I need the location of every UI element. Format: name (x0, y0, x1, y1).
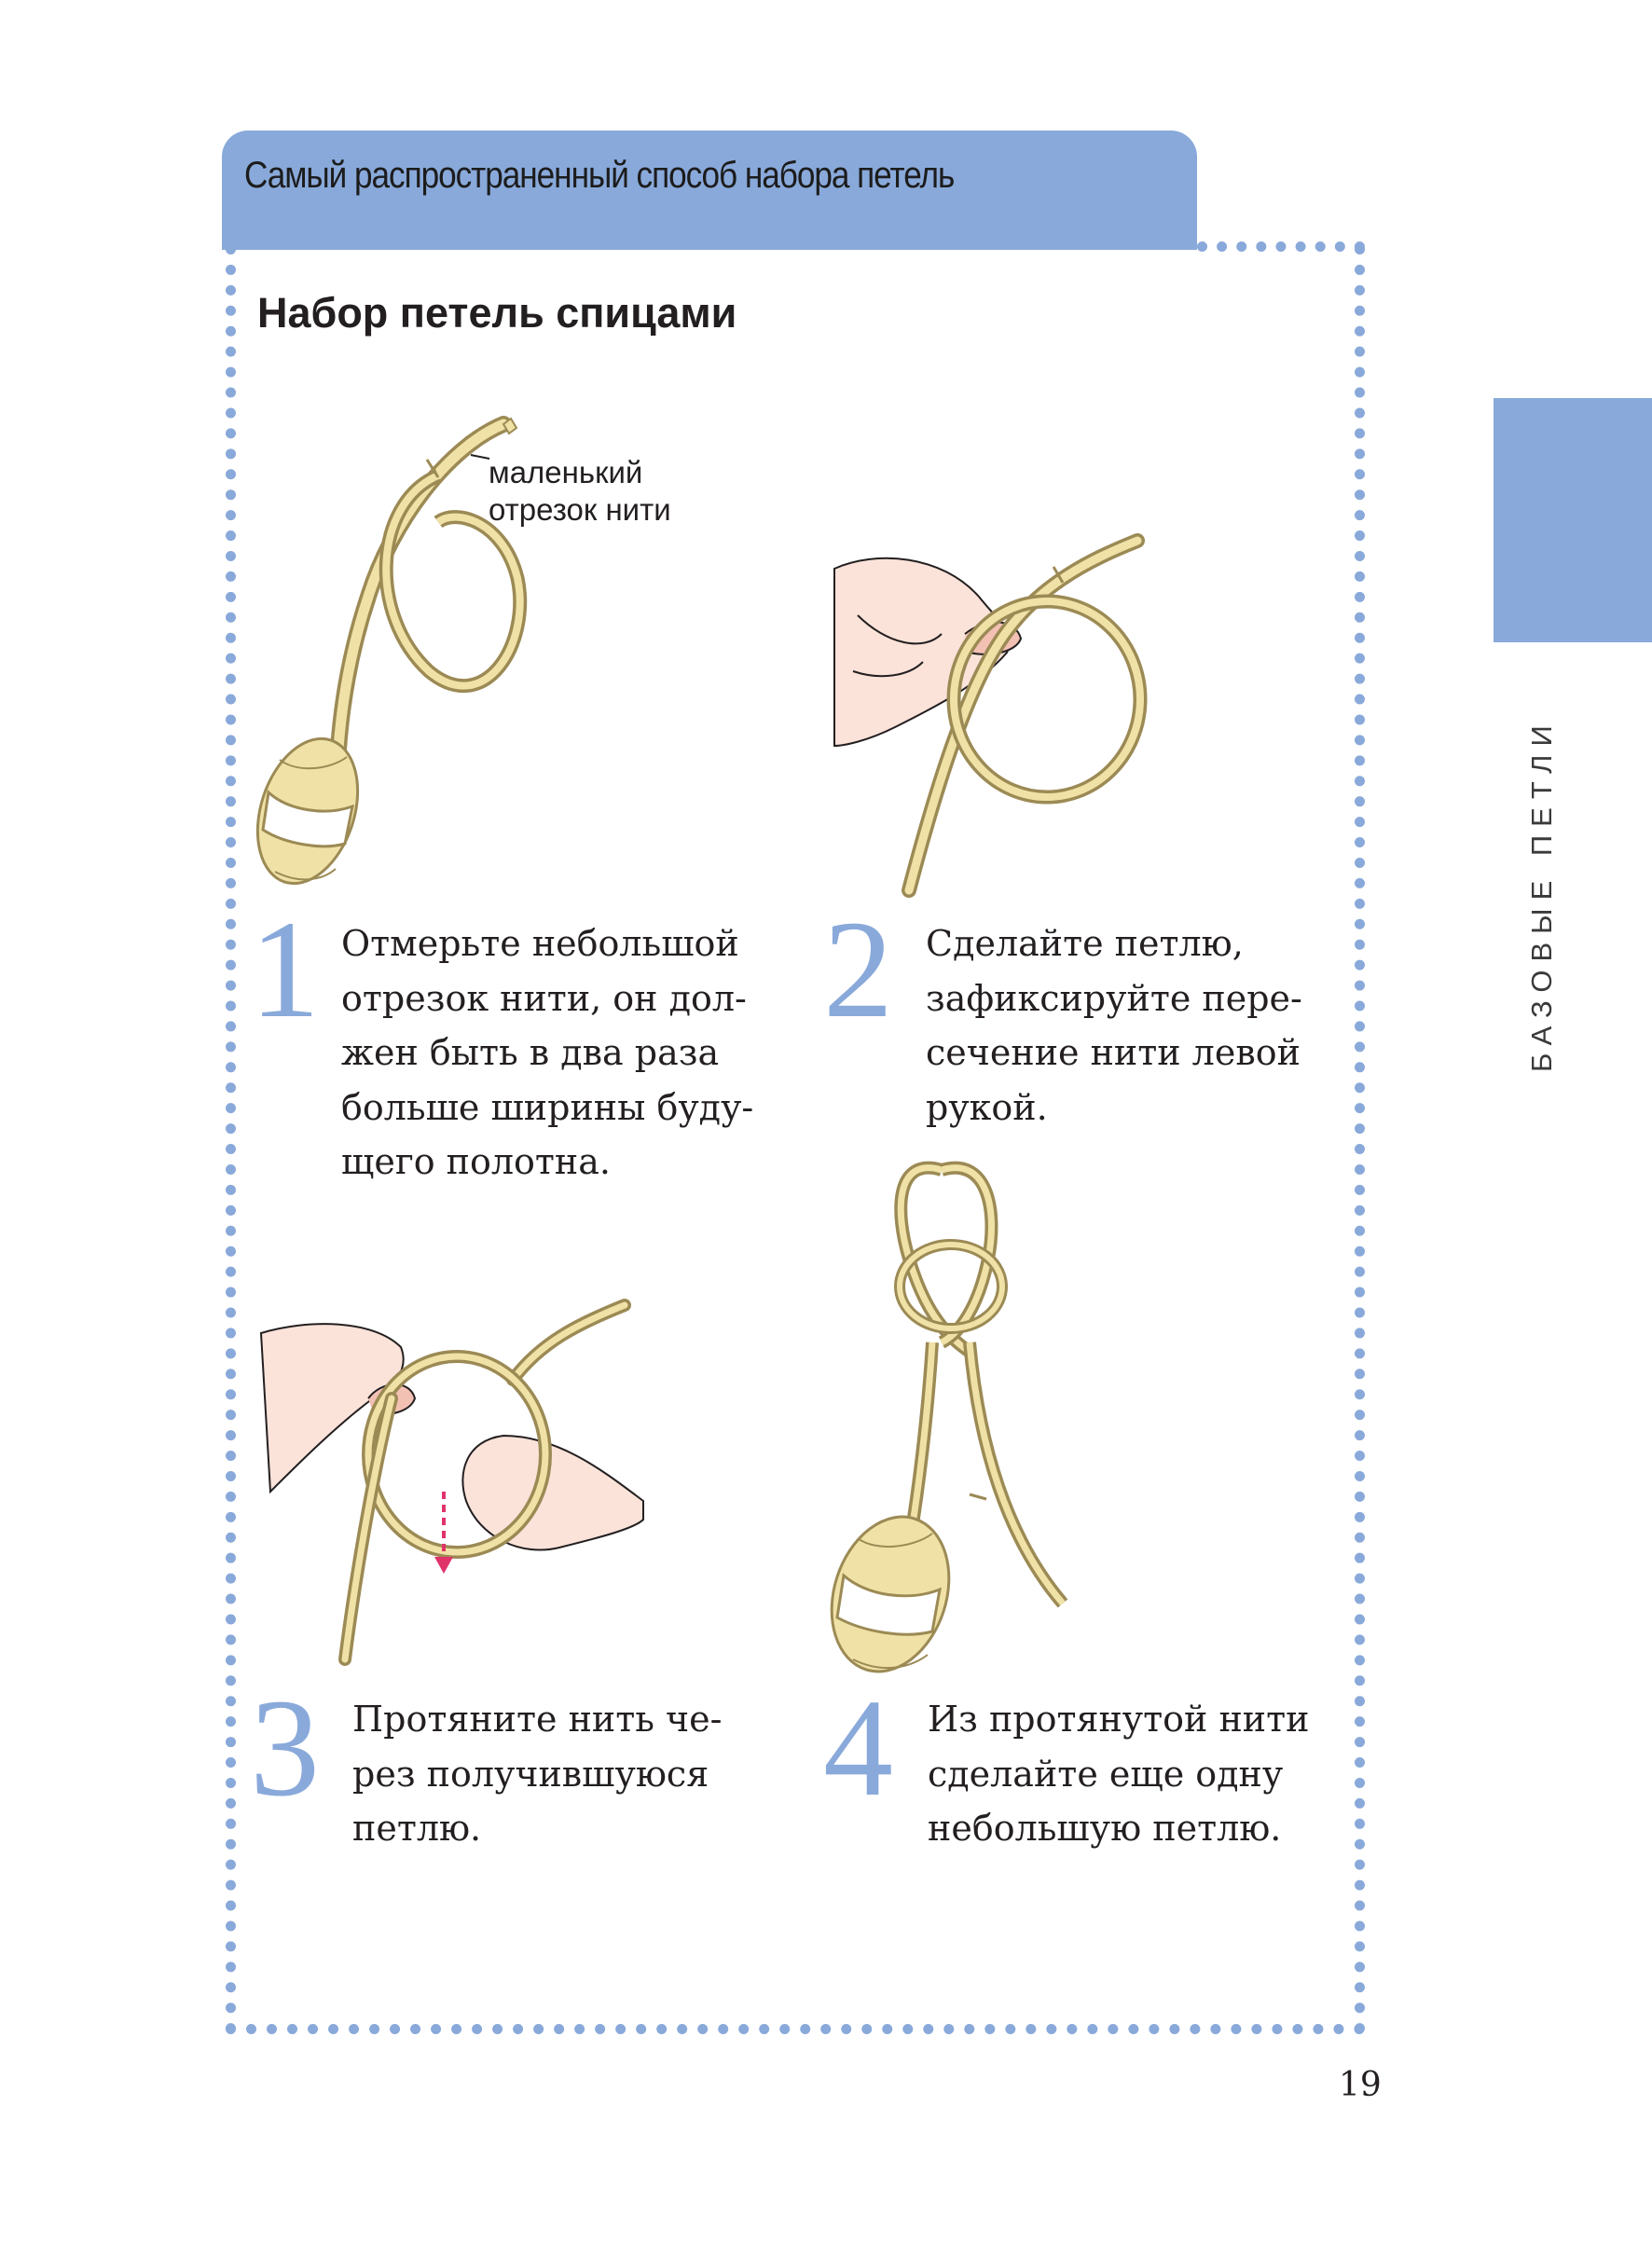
header-title: Самый распространенный способ набора пет… (244, 155, 955, 196)
step-4-number: 4 (823, 1671, 893, 1825)
step-3-number: 3 (250, 1671, 320, 1825)
step-3-text: Протяните нить че- рез получившуюся петл… (352, 1699, 723, 1849)
step-4-text: Из протянутой нити сделайте еще одну неб… (928, 1699, 1310, 1849)
dotted-frame (226, 244, 1365, 2034)
section-title: Набор петель спицами (257, 289, 737, 337)
step-2-text: Сделайте петлю, зафиксируйте пере- сечен… (926, 923, 1302, 1128)
step-1-number: 1 (250, 892, 320, 1047)
page-number: 19 (1339, 2066, 1382, 2104)
step4-illustration (830, 1161, 1068, 1673)
dotted-frame-top (1197, 241, 1365, 252)
step-2-number: 2 (823, 892, 893, 1047)
step2-illustration (833, 533, 1148, 898)
annotation-label: маленький отрезок нити (489, 455, 671, 527)
step1-illustration (255, 416, 528, 886)
step-1-text: Отмерьте небольшой отрезок нити, он дол-… (341, 923, 754, 1182)
side-tab (1494, 398, 1652, 642)
header-tab: Самый распространенный способ набора пет… (222, 131, 1197, 250)
step3-illustration (259, 1299, 644, 1666)
